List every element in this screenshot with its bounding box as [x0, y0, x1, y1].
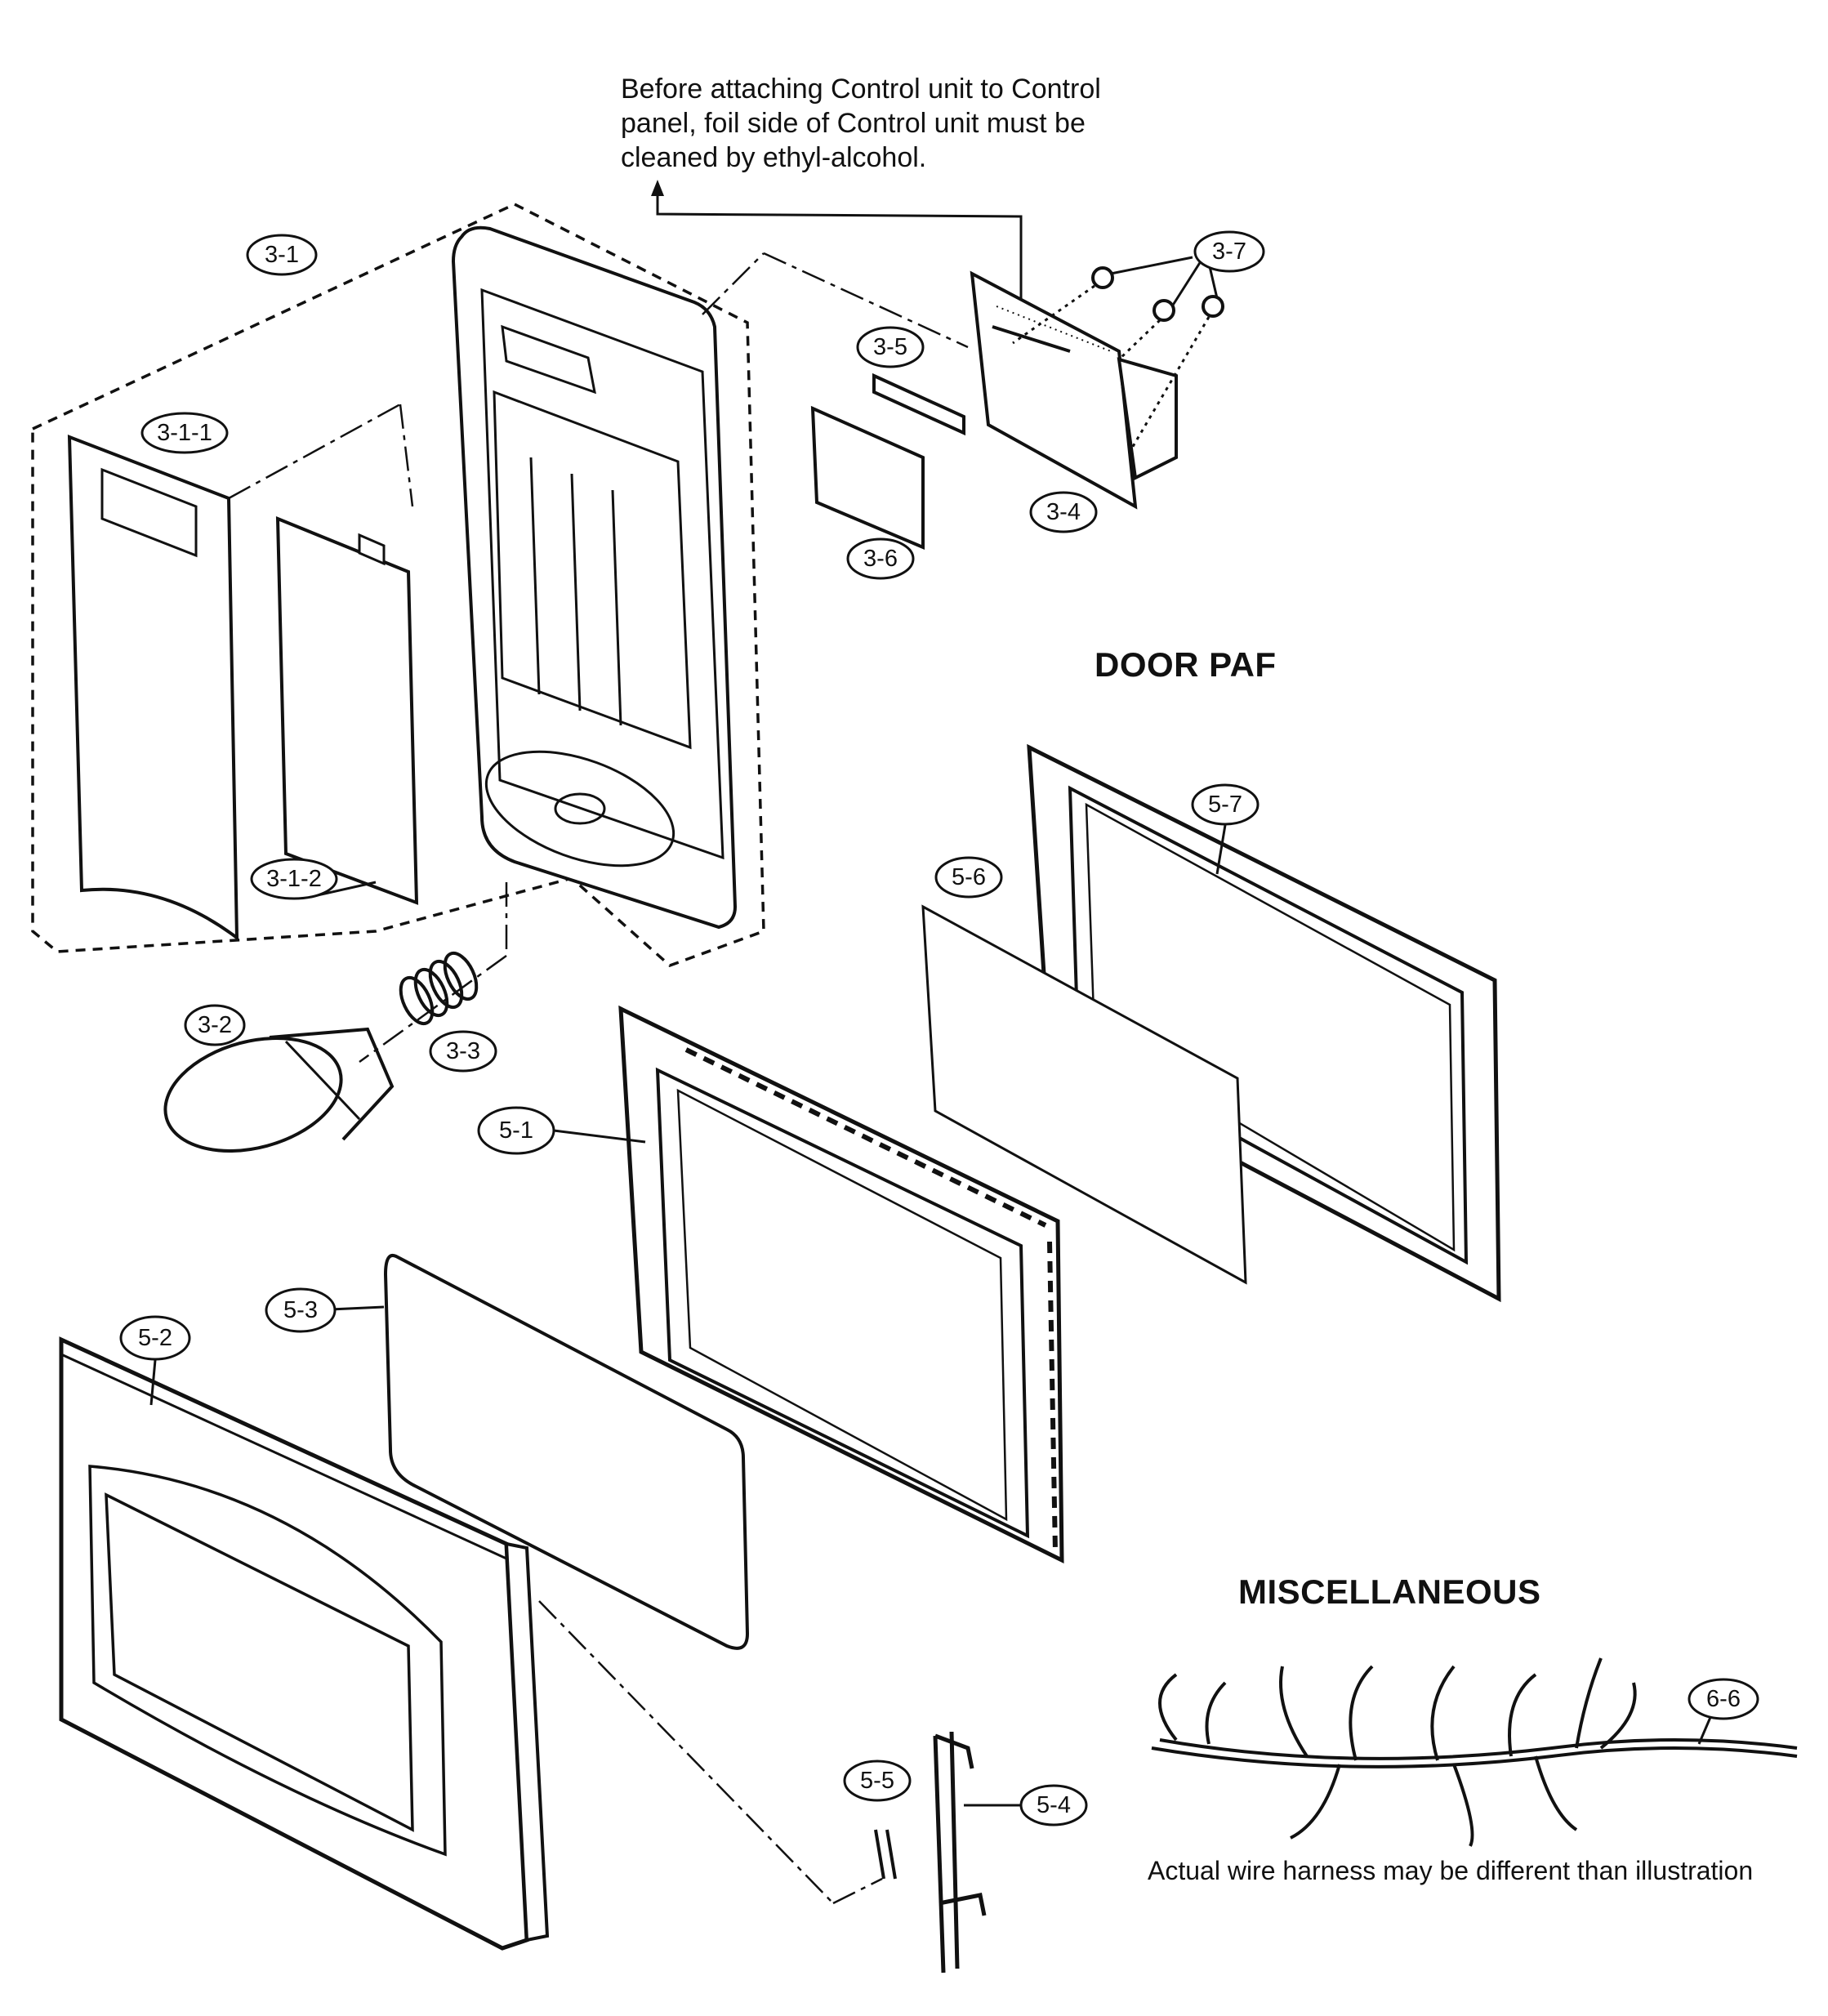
part-3-2-door-button — [163, 1027, 395, 1153]
svg-text:5-1: 5-1 — [499, 1117, 533, 1144]
callout-6-6: 6-6 — [1688, 1678, 1759, 1720]
svg-text:3-2: 3-2 — [198, 1012, 232, 1038]
callout-5-3: 5-3 — [265, 1287, 337, 1333]
callout-3-5: 3-5 — [856, 326, 925, 368]
callout-5-1: 5-1 — [477, 1106, 555, 1155]
part-5-5-latch-spring — [874, 1829, 897, 1880]
part-3-5-zebra-connector — [872, 372, 965, 436]
cleaning-instruction-note: Before attaching Control unit to Control… — [621, 72, 1127, 175]
part-3-1-2-membrane — [275, 515, 419, 905]
note-leader-line — [656, 188, 1023, 343]
svg-text:5-2: 5-2 — [138, 1325, 172, 1351]
callout-5-5: 5-5 — [843, 1760, 912, 1802]
part-5-1-door-frame — [618, 1005, 1064, 1564]
part-3-1-1-panel-sheet — [67, 435, 239, 942]
assembly-3-1-outline — [31, 203, 765, 968]
svg-text:5-3: 5-3 — [283, 1297, 318, 1323]
note-line-1: Before attaching Control unit to Control — [621, 74, 1101, 105]
door-parts-heading: DOOR PAF — [1095, 645, 1277, 684]
svg-text:5-7: 5-7 — [1208, 792, 1242, 818]
callout-5-4: 5-4 — [1019, 1784, 1088, 1826]
callout-3-2: 3-2 — [184, 1004, 246, 1046]
note-line-3: cleaned by ethyl-alcohol. — [621, 142, 927, 173]
svg-text:5-5: 5-5 — [860, 1768, 894, 1794]
callout-3-4: 3-4 — [1029, 491, 1098, 533]
svg-text:5-4: 5-4 — [1037, 1792, 1071, 1818]
callout-3-3: 3-3 — [429, 1030, 497, 1073]
assembly-chain-lines — [228, 252, 969, 1905]
note-line-2: panel, foil side of Control unit must be — [621, 108, 1086, 139]
part-5-2-door-panel — [59, 1336, 550, 1951]
part-6-6-wire-harness — [1151, 1657, 1798, 1847]
part-control-panel-frame — [451, 225, 738, 930]
svg-text:3-5: 3-5 — [873, 334, 907, 360]
callout-3-6: 3-6 — [846, 537, 915, 580]
part-5-4-latch-lever — [933, 1731, 987, 1974]
svg-text:3-6: 3-6 — [863, 546, 898, 572]
callout-3-7: 3-7 — [1193, 230, 1265, 273]
miscellaneous-heading: MISCELLANEOUS — [1238, 1572, 1541, 1611]
part-3-4-control-unit — [970, 270, 1178, 510]
part-5-6-door-film — [921, 904, 1247, 1285]
svg-text:3-7: 3-7 — [1212, 239, 1246, 265]
svg-text:5-6: 5-6 — [952, 864, 986, 890]
part-5-7-choke-cover — [1027, 743, 1501, 1303]
callout-5-2: 5-2 — [119, 1315, 191, 1361]
callout-3-1: 3-1 — [246, 234, 318, 276]
callout-5-6: 5-6 — [934, 856, 1003, 899]
callout-5-7: 5-7 — [1191, 783, 1260, 826]
note-arrow-head — [651, 180, 664, 196]
svg-text:3-1-1: 3-1-1 — [157, 420, 212, 446]
wire-harness-disclaimer: Actual wire harness may be different tha… — [1148, 1856, 1754, 1885]
svg-text:3-1: 3-1 — [265, 242, 299, 268]
callout-3-1-1: 3-1-1 — [140, 412, 229, 454]
part-3-6-lcd — [810, 405, 925, 551]
callout-3-1-2: 3-1-2 — [250, 858, 338, 900]
svg-text:6-6: 6-6 — [1706, 1686, 1741, 1712]
part-5-3-door-glass — [383, 1254, 750, 1650]
svg-text:3-4: 3-4 — [1046, 499, 1081, 525]
svg-text:3-3: 3-3 — [446, 1038, 480, 1064]
svg-text:3-1-2: 3-1-2 — [266, 866, 322, 892]
part-3-3-spring — [399, 951, 479, 1026]
part-3-7-screws — [1091, 266, 1224, 322]
